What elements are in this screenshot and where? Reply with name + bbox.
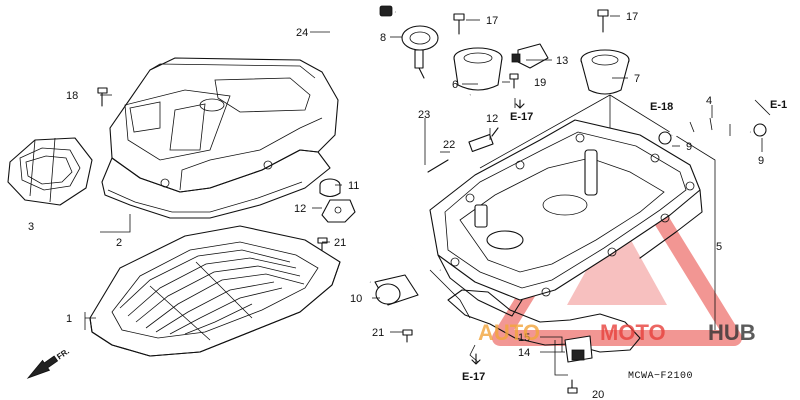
callout-9b: 9 — [758, 155, 764, 167]
hose-24 — [326, 5, 396, 284]
callout-7: 7 — [634, 73, 640, 85]
callout-17b: 17 — [626, 11, 638, 23]
callout-6: 6 — [452, 79, 458, 91]
watermark-hub: HUB — [708, 320, 756, 345]
catalog-code: MCWA−F2100 — [628, 371, 693, 382]
callout-19: 20 — [592, 389, 604, 400]
cap-11 — [319, 178, 341, 198]
callout-3: 3 — [28, 221, 34, 233]
callout-17a: 17 — [486, 15, 498, 27]
bolt-21a — [317, 237, 328, 251]
callout-10: 10 — [350, 293, 362, 305]
callout-15: 14 — [518, 347, 530, 359]
front-direction-arrow: FR. — [26, 347, 71, 379]
bolt-21b — [402, 329, 413, 343]
joint-13 — [468, 127, 499, 153]
callout-labels: 24 8 17 17 13 6 19 7 18 4 23 12 22 9 9 1… — [28, 11, 764, 400]
funnel-6 — [453, 47, 503, 91]
bolt-17a — [453, 13, 465, 35]
callout-14: 13 — [556, 55, 568, 67]
callout-16: 15 — [518, 332, 530, 344]
funnel-7 — [580, 49, 630, 95]
air-cleaner-case — [429, 94, 716, 330]
front-arrow-label: FR. — [55, 347, 71, 362]
leader-lines — [84, 15, 771, 376]
callout-12-label: 12 — [294, 203, 306, 215]
hose-23 — [394, 94, 471, 271]
callout-21a: 21 — [334, 237, 346, 249]
callout-20: 19 — [534, 77, 546, 89]
seal-ring — [447, 289, 641, 353]
callout-8: 8 — [380, 32, 386, 44]
watermark-moto: MOTO — [600, 320, 666, 345]
callout-21b: 21 — [372, 327, 384, 339]
ref-e17-top: E-17 — [510, 111, 533, 123]
reference-labels: E-17 E-18 E-1 E-17 — [462, 99, 787, 383]
automotohub-watermark-text: AUTO MOTO HUB — [478, 320, 756, 345]
bracket-12 — [321, 199, 356, 223]
bolt-18 — [97, 87, 108, 107]
bolt-20 — [509, 73, 519, 89]
callout-1: 1 — [66, 313, 72, 325]
hose-4 — [658, 116, 767, 145]
bolt-17b — [597, 9, 609, 33]
air-cleaner-cover — [101, 57, 339, 219]
callout-22: 22 — [443, 139, 455, 151]
sensor-14 — [511, 43, 549, 69]
callout-5: 5 — [716, 241, 722, 253]
fuel-filter-10 — [374, 274, 419, 306]
callout-13: 12 — [486, 113, 498, 125]
ref-e17-bottom: E-17 — [462, 371, 485, 383]
air-filter-element — [89, 225, 341, 357]
callout-9a: 9 — [686, 141, 692, 153]
ref-e18: E-18 — [650, 101, 673, 113]
callout-11: 11 — [348, 180, 359, 192]
callout-23: 23 — [418, 109, 430, 121]
callout-18: 18 — [66, 90, 78, 102]
valve-8 — [401, 25, 439, 79]
pipe-22 — [427, 159, 449, 173]
bolt-19 — [567, 379, 578, 394]
callout-2: 2 — [116, 237, 122, 249]
sensor-15 — [564, 335, 593, 363]
callout-4: 4 — [706, 95, 712, 107]
ref-e1: E-1 — [770, 99, 787, 111]
watermark-auto: AUTO — [478, 320, 540, 345]
callout-24: 24 — [296, 27, 308, 39]
intake-boot — [7, 137, 93, 206]
